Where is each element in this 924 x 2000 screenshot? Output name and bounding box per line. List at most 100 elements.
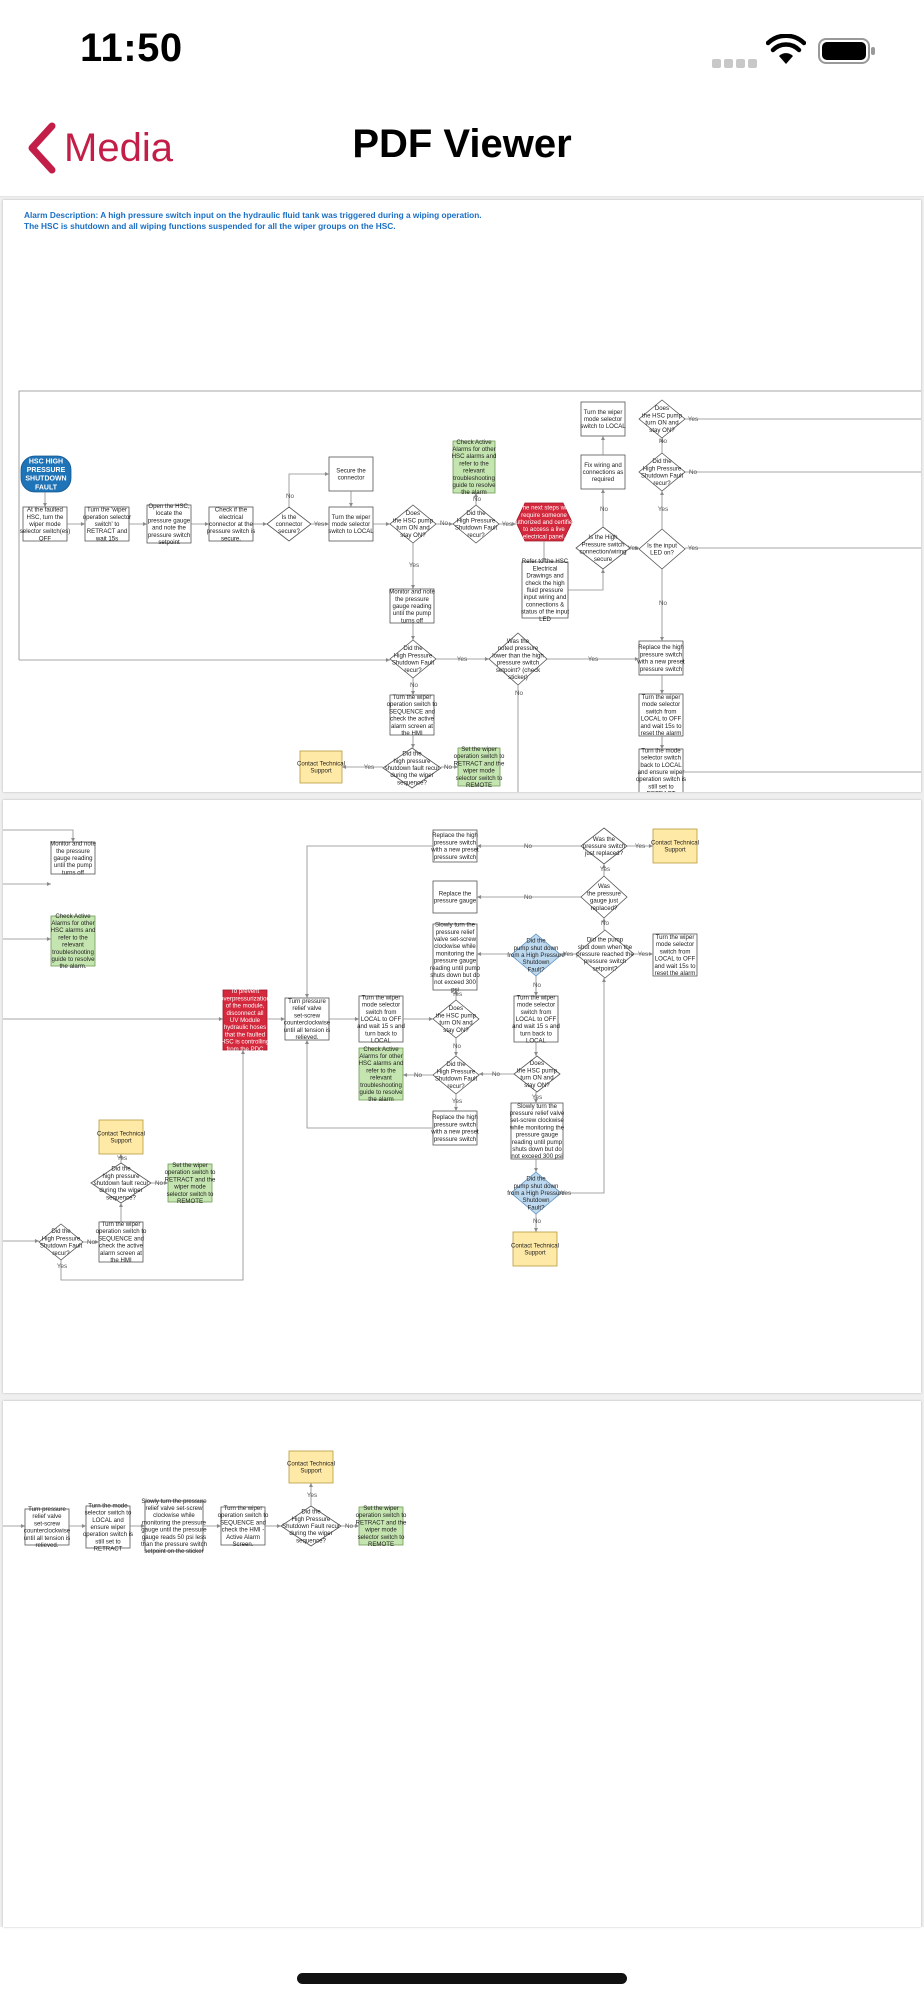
connector-arrow	[630, 546, 639, 550]
connector-arrow	[477, 844, 581, 848]
node-text: SEQUENCE and	[389, 708, 435, 715]
node-text: that the faulted	[225, 1031, 265, 1038]
node-text: HSC alarms and	[51, 927, 96, 934]
connector-arrow	[660, 491, 664, 529]
node-text: Open the HSC,	[148, 503, 190, 510]
connector-arrow	[436, 657, 489, 661]
node-text: not exceed 300	[434, 979, 476, 986]
node-text: LOCAL to OFF	[516, 1016, 557, 1023]
branch-label-no: No	[87, 1239, 96, 1246]
node-text: until all tension is	[284, 1027, 330, 1034]
node-text: reading until pump	[512, 1139, 563, 1146]
node-text: operation switch to	[96, 1228, 147, 1235]
connector-arrow	[18, 390, 921, 660]
node-text: back to LOCAL	[640, 762, 682, 769]
node-text: Replace the high	[432, 832, 478, 839]
connector-arrow	[305, 1040, 433, 1129]
node-text: switch from	[366, 1009, 397, 1016]
node-text: lower than the high	[492, 652, 544, 659]
navigation-bar: Media PDF Viewer	[0, 100, 924, 197]
node-text: recur?	[467, 532, 485, 539]
node-text: pressure gauge	[434, 898, 477, 905]
node-text: operation selector	[83, 514, 131, 521]
node-text: the HMI	[110, 1257, 132, 1264]
node-text: to access a live	[523, 526, 565, 533]
node-text: selector switch	[641, 755, 681, 762]
branch-label-yes: Yes	[452, 991, 462, 998]
connector-arrow	[349, 491, 353, 507]
branch-label-no: No	[533, 1218, 542, 1225]
node-text: LOCAL to OFF	[655, 956, 696, 963]
node-text: mode selector	[332, 521, 370, 528]
node-text: Was	[598, 883, 610, 890]
node-text: reading until pump	[430, 965, 481, 972]
node-text: Turn the wiper	[656, 934, 695, 941]
pdf-document-viewer[interactable]: Alarm Description: A high pressure switc…	[0, 197, 924, 1927]
node-text: reset the alarm	[655, 970, 696, 977]
node-text: Was the	[507, 638, 530, 645]
node-text: gauge reading	[393, 603, 432, 610]
node-text: Electrical	[533, 565, 558, 572]
node-text: high pressure	[394, 758, 432, 765]
node-text: with a new preset	[430, 847, 479, 854]
node-text: Support	[300, 1468, 322, 1475]
connector-arrow	[3, 829, 75, 842]
connector-arrow	[477, 895, 581, 899]
node-text: ensure wiper	[91, 1524, 126, 1531]
node-text: Turn pressure	[288, 998, 326, 1005]
node-text: clockwise while	[434, 943, 476, 950]
home-indicator[interactable]	[297, 1973, 627, 1984]
connector-arrow	[329, 1017, 359, 1021]
node-text: LOCAL and	[92, 1517, 124, 1524]
connector-arrow	[411, 623, 415, 640]
node-text: Pressure switch	[581, 541, 624, 548]
connector-arrow	[288, 472, 329, 507]
node-text: REMOTE	[466, 782, 492, 789]
node-text: UV Module	[230, 1017, 261, 1024]
node-text: Check if the	[215, 507, 248, 514]
node-text: pressure switch	[584, 958, 626, 965]
node-text: Did the	[403, 645, 423, 652]
node-text: Check Active	[456, 439, 492, 446]
node-text: Turn the wiper	[584, 409, 623, 416]
node-text: wiper mode	[173, 1184, 206, 1191]
node-text: until all tension is	[24, 1535, 70, 1542]
connector-arrow	[601, 489, 605, 527]
node-text: not exceed 300 psi	[511, 1153, 562, 1160]
back-button[interactable]: Media	[26, 122, 173, 174]
connector-arrow	[267, 1017, 285, 1021]
connector-arrow	[67, 522, 85, 526]
node-text: pump shut down	[514, 945, 559, 952]
chevron-left-icon	[28, 122, 56, 174]
node-text: turn back to	[520, 1030, 552, 1037]
node-text: pressure gauge	[434, 958, 477, 965]
node-text: electrical	[219, 514, 243, 521]
node-text: Replace the	[439, 890, 472, 897]
connector-arrow	[411, 543, 415, 589]
node-text: Does	[449, 1005, 463, 1012]
node-text: refer to the	[366, 1067, 396, 1074]
node-text: setpoint	[158, 539, 180, 546]
connector-arrow	[3, 1239, 39, 1243]
connector-arrow	[305, 845, 433, 998]
node-text: Alarms for other	[359, 1053, 402, 1060]
node-text: and wait 15 s and	[512, 1023, 560, 1030]
pdf-page-1[interactable]: Alarm Description: A high pressure switc…	[3, 200, 921, 792]
node-text: pressure switch	[640, 651, 682, 658]
node-text: RETRACT	[94, 1546, 123, 1553]
